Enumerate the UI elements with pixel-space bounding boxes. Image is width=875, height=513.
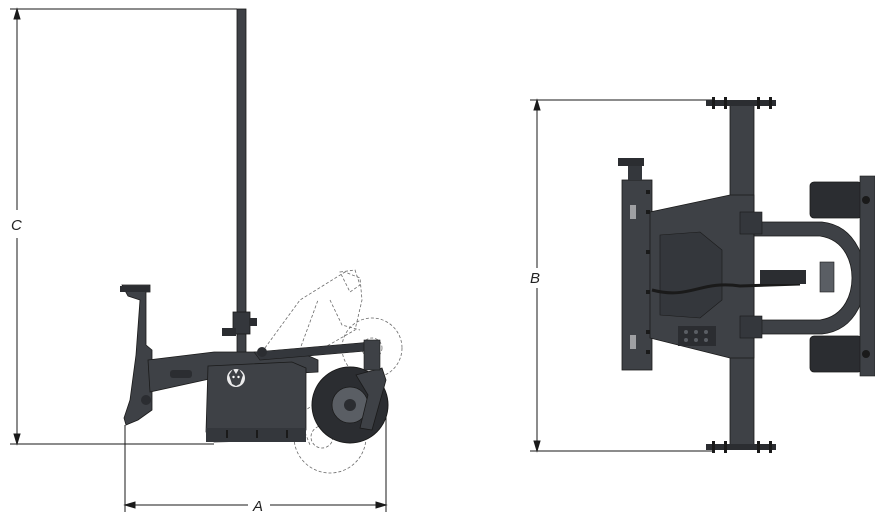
gauge-wheel <box>311 339 389 444</box>
dimension-a-label: A <box>252 498 263 513</box>
dimension-b-arrow-top <box>533 98 541 111</box>
hydraulic-hose <box>651 282 801 295</box>
upper-link-arm <box>253 341 379 361</box>
hydraulic-cylinder <box>760 270 806 284</box>
top-wheel-axle-frame <box>859 175 875 377</box>
mast-clamp-knob <box>250 318 257 326</box>
top-housing <box>649 194 755 359</box>
bobcat-logo <box>227 369 245 387</box>
top-housing-vent <box>678 326 716 346</box>
vertical-mast <box>222 8 257 355</box>
link-pivot-front <box>257 347 267 357</box>
arm-swing-outline <box>295 299 319 361</box>
dimension-b-arrow-bottom <box>533 440 541 453</box>
dimension-c <box>10 7 237 446</box>
mounting-handle-top <box>120 286 150 292</box>
top-view: B <box>530 97 875 453</box>
dimension-a-arrow-left <box>123 501 136 509</box>
cylinder-mount <box>819 261 835 293</box>
housing-teeth <box>226 430 288 438</box>
top-plate-slot-lower <box>630 335 636 349</box>
u-frame-bracket-bottom <box>739 315 763 339</box>
top-rear-arm <box>739 211 867 339</box>
dimension-c-arrow-bottom <box>13 433 21 446</box>
cross-bar-bolts <box>712 97 772 453</box>
top-wheel-lower-hub <box>862 350 870 358</box>
top-mounting-plate <box>618 158 653 371</box>
dimension-c-arrow-top <box>13 7 21 20</box>
gauge-wheel-fork <box>355 367 387 431</box>
dimension-a <box>123 395 388 512</box>
top-plate-handle <box>618 158 644 166</box>
top-wheel-lower <box>809 335 863 373</box>
raised-handle-outline <box>339 269 361 293</box>
raised-link-outline <box>329 299 361 331</box>
dimension-b <box>530 98 715 453</box>
mast-tube <box>236 8 247 355</box>
top-plate-body <box>621 179 653 371</box>
dimension-c-label: C <box>11 217 22 234</box>
dimension-b-label: B <box>530 270 540 287</box>
top-housing-vent-holes <box>684 330 708 342</box>
top-gauge-wheels <box>809 175 875 377</box>
gauge-wheel-hub <box>344 399 356 411</box>
frame-slot <box>170 370 192 378</box>
mounting-pivot <box>141 395 151 405</box>
mounting-plate <box>120 284 153 426</box>
cross-bar-bottom-cap <box>706 444 776 450</box>
u-frame-bracket-top <box>739 211 763 235</box>
gauge-wheel-post <box>363 339 381 371</box>
side-view: C A <box>10 7 403 513</box>
top-wheel-upper <box>809 181 863 219</box>
top-plate-slot-upper <box>630 205 636 219</box>
top-plate-bolts <box>646 190 650 354</box>
top-wheel-upper-hub <box>862 196 870 204</box>
dimension-a-arrow-right <box>375 501 388 509</box>
rake-housing <box>205 361 307 443</box>
top-housing-recess <box>659 231 723 319</box>
raised-arm-outline <box>261 271 363 353</box>
cross-bar-top-cap <box>706 100 776 106</box>
top-plate-handle-post <box>628 166 642 180</box>
mast-clamp-bolt <box>222 328 236 336</box>
